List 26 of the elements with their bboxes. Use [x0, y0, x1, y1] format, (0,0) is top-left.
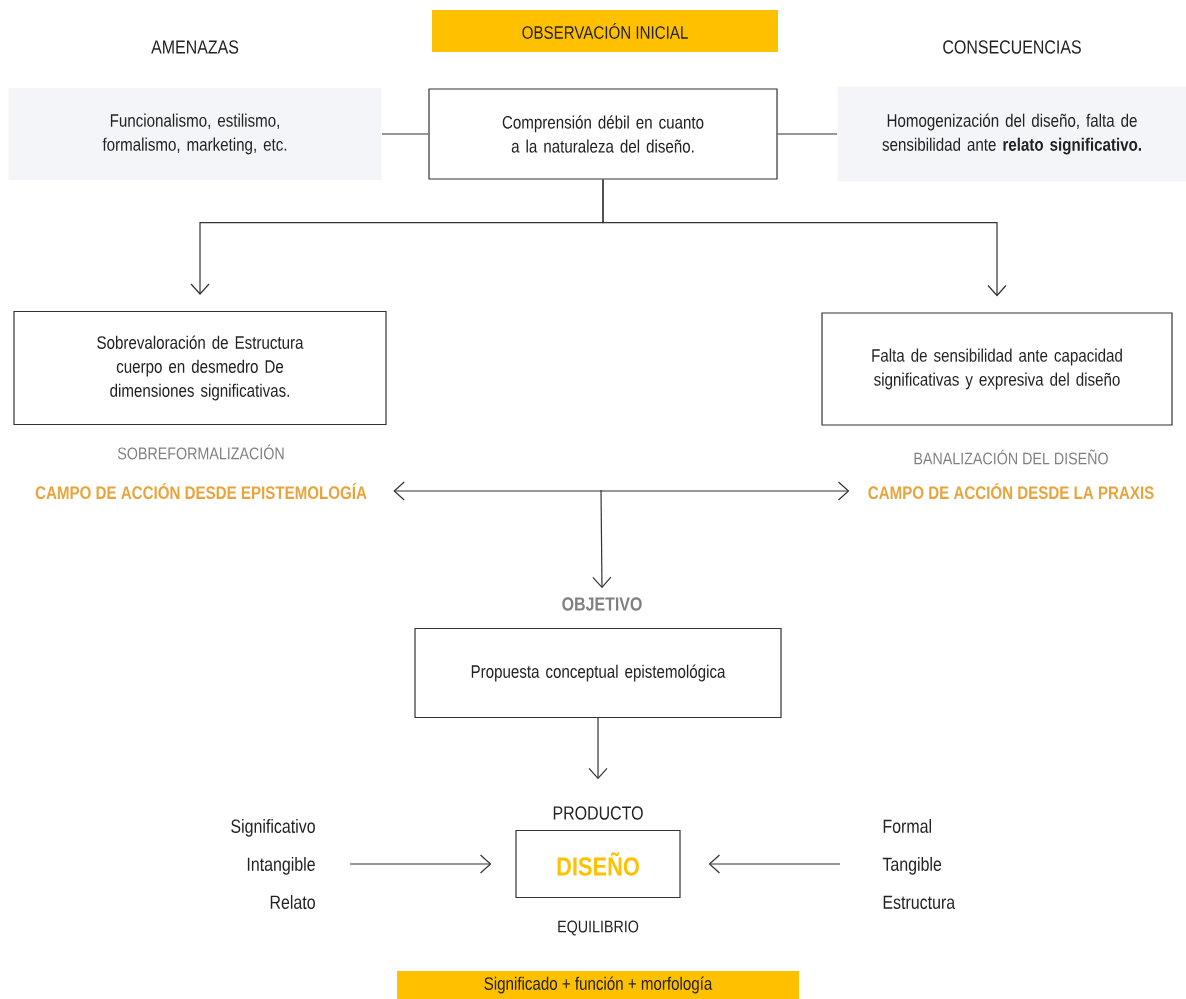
- arrow: [592, 489, 612, 589]
- arrow: [393, 481, 850, 501]
- attribute-list: Formal Tangible Estructura: [882, 819, 956, 909]
- process-box: Sobrevaloración de Estructura cuerpo en desmedro De dimensiones significativas.: [13, 310, 387, 426]
- arrow: [588, 717, 608, 780]
- process-box: Comprensión débil en cuanto a la naturaleza del diseño.: [428, 88, 778, 180]
- node-label: EQUILIBRIO: [558, 920, 639, 936]
- process-box: Falta de sensibilidad ante capacidad significativas y expresiva del diseño: [821, 312, 1173, 426]
- arrow: [708, 854, 841, 874]
- attribute-list: Significativo Intangible Relato: [231, 819, 315, 909]
- formula-band: Significado + función + morfología: [397, 971, 799, 999]
- product-box: DISEÑO: [515, 829, 681, 899]
- field-label: CAMPO DE ACCIÓN DESDE EPISTEMOLOGÍA: [35, 482, 367, 500]
- process-box: Propuesta conceptual epistemológica: [414, 627, 782, 719]
- heading: CONSECUENCIAS: [943, 40, 1081, 54]
- field-label: CAMPO DE ACCIÓN DESDE LA PRAXIS: [868, 482, 1154, 500]
- node-label: SOBREFORMALIZACIÓN: [117, 444, 284, 460]
- heading: OBJETIVO: [562, 597, 642, 611]
- title-band: OBSERVACIÓN INICIAL: [432, 10, 778, 52]
- threats-panel: Funcionalismo, estilismo, formalismo, marketing, etc.: [8, 88, 382, 180]
- node-label: BANALIZACIÓN DEL DISEÑO: [914, 449, 1108, 465]
- heading: PRODUCTO: [553, 806, 643, 820]
- arrow: [349, 854, 492, 874]
- consequences-panel: Homogenización del diseño, falta de sensibilidad ante relato significativo.: [837, 86, 1186, 182]
- heading: AMENAZAS: [151, 40, 239, 54]
- arrow: [602, 179, 1007, 297]
